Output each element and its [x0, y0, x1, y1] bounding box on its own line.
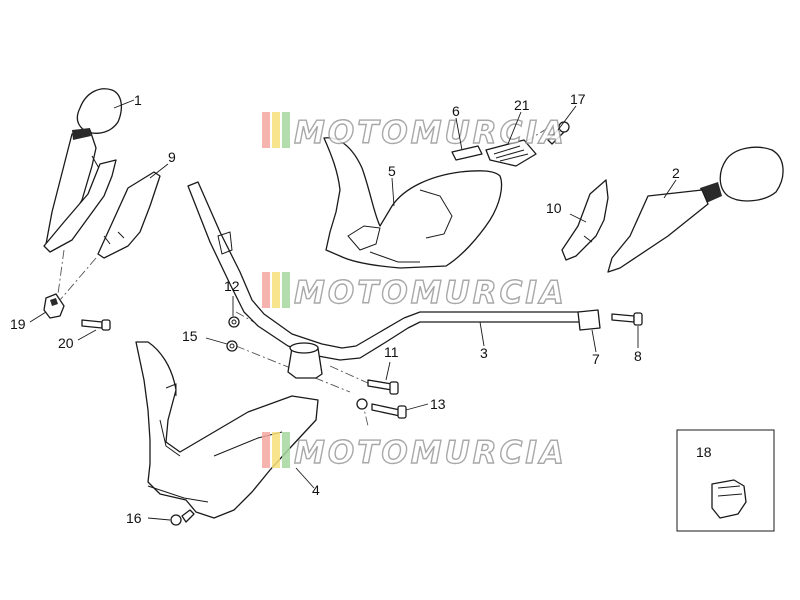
grille-part-21 — [485, 139, 537, 167]
washer-part-15 — [226, 340, 238, 352]
right-mirror-part — [607, 146, 784, 273]
screw-part-16 — [170, 509, 195, 526]
watermark-stripe — [262, 432, 270, 468]
callout-2: 2 — [672, 165, 680, 181]
watermark-logo: MOTOMURCIA — [262, 112, 567, 152]
small-clip-part-6 — [451, 145, 483, 161]
callout-10: 10 — [546, 200, 562, 216]
leader-lines — [29, 99, 677, 521]
watermark-stripe — [272, 272, 280, 308]
handlebar-upper-cover-part — [323, 137, 503, 269]
watermark-logo: MOTOMURCIA — [262, 432, 567, 472]
callout-16: 16 — [126, 510, 142, 526]
callout-8: 8 — [634, 348, 642, 364]
callout-5: 5 — [388, 163, 396, 179]
callout-15: 15 — [182, 328, 198, 344]
callout-12: 12 — [224, 278, 240, 294]
callout-3: 3 — [480, 345, 488, 361]
inset-box-18 — [676, 429, 775, 532]
callout-4: 4 — [312, 482, 320, 498]
callout-20: 20 — [58, 335, 74, 351]
watermark-stripe — [282, 272, 290, 308]
watermark-stripe — [262, 112, 270, 148]
handlebar-part — [187, 181, 581, 361]
watermark-stripe — [282, 112, 290, 148]
screw-part-17 — [547, 121, 570, 145]
handlebar-clamp-part — [287, 342, 323, 379]
assembly-line — [235, 345, 351, 393]
watermark-stripe — [272, 432, 280, 468]
bar-end-weight-part — [577, 309, 601, 331]
assembly-line — [329, 365, 371, 385]
callout-19: 19 — [10, 316, 26, 332]
callout-1: 1 — [134, 92, 142, 108]
callout-labels: 1 2 3 4 5 6 7 8 9 10 11 12 13 15 16 17 1… — [10, 91, 712, 526]
watermark-stripe — [262, 272, 270, 308]
watermark-text: MOTOMURCIA — [294, 115, 567, 151]
watermark-logo: MOTOMURCIA — [262, 272, 567, 312]
callout-18: 18 — [696, 444, 712, 460]
callout-17: 17 — [570, 91, 586, 107]
callout-9: 9 — [168, 149, 176, 165]
callout-11: 11 — [384, 344, 399, 360]
right-mirror-bracket-part — [561, 179, 609, 261]
assembly-line — [57, 249, 65, 295]
callout-21: 21 — [514, 97, 530, 113]
clip-nut-part — [43, 293, 65, 319]
left-mirror-bracket-part — [43, 159, 161, 259]
callout-13: 13 — [430, 396, 446, 412]
bolt-part-13 — [356, 398, 407, 419]
callout-7: 7 — [592, 351, 600, 367]
screw-part-20 — [81, 319, 111, 331]
watermark-text: MOTOMURCIA — [294, 435, 567, 471]
callout-6: 6 — [452, 103, 460, 119]
watermark-stripe — [272, 112, 280, 148]
washer-part-12 — [228, 316, 240, 328]
bar-end-screw-part — [611, 312, 643, 326]
bolt-part-11 — [367, 379, 399, 395]
watermark-stripe — [282, 432, 290, 468]
assembly-line — [59, 257, 97, 301]
watermark-text: MOTOMURCIA — [294, 275, 567, 311]
left-mirror-part — [45, 88, 123, 251]
handlebar-lower-cover-part — [135, 341, 319, 519]
